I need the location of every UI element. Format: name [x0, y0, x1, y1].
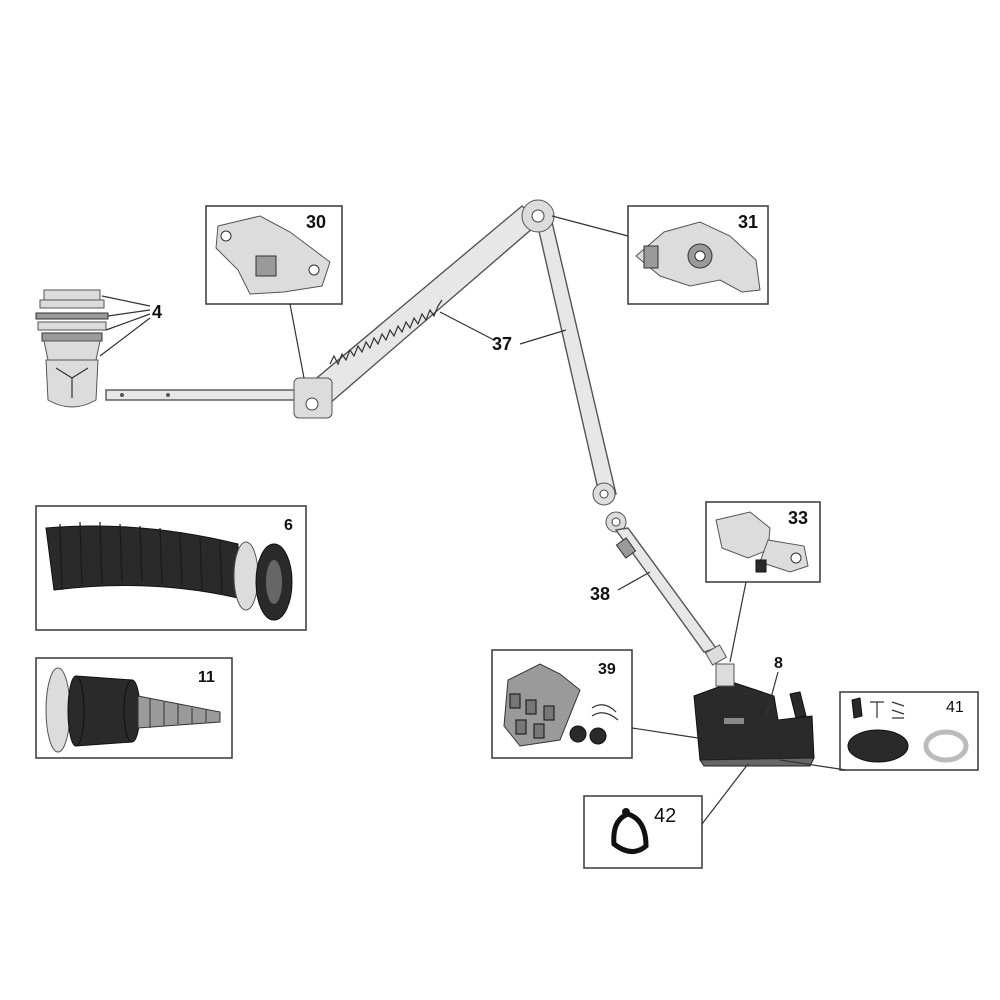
part-30-leader	[289, 303, 305, 379]
part-37-leader-a	[439, 311, 495, 341]
part-38-rod	[605, 511, 728, 666]
part-37-arm	[293, 199, 617, 506]
part-33-bracket	[715, 511, 809, 573]
callout-41: 41	[946, 699, 964, 716]
callout-39: 39	[598, 661, 616, 678]
part-41-seals	[847, 697, 969, 763]
part-39-leader	[631, 727, 699, 739]
part-4-leaders	[99, 295, 151, 357]
callout-11: 11	[198, 669, 215, 686]
lower-rod	[105, 389, 303, 401]
part-38-leader	[617, 571, 651, 591]
callout-8: 8	[774, 655, 783, 672]
callout-6: 6	[284, 517, 293, 534]
part-31-bracket	[635, 221, 761, 293]
arm-spring	[329, 299, 443, 366]
callout-37: 37	[492, 334, 512, 354]
part-8-leader	[765, 671, 779, 717]
part-42-leader	[701, 763, 749, 825]
part-4-nozzle	[35, 289, 109, 408]
part-11-hose-end	[45, 667, 221, 753]
part-8-base	[693, 663, 815, 767]
part-41-leader	[779, 759, 847, 771]
callout-33: 33	[788, 508, 808, 528]
part-37-leader-b	[519, 329, 567, 345]
part-39-valves	[503, 663, 619, 747]
callout-4: 4	[152, 302, 162, 322]
part-30-bracket	[215, 215, 331, 295]
part-6-hose	[45, 521, 293, 621]
callout-31: 31	[738, 212, 758, 232]
part-31-leader	[551, 215, 629, 237]
part-33-leader	[729, 581, 747, 663]
callout-30: 30	[306, 212, 326, 232]
part-42-gasket	[611, 808, 649, 854]
callout-38: 38	[590, 584, 610, 604]
callout-42: 42	[654, 805, 676, 827]
